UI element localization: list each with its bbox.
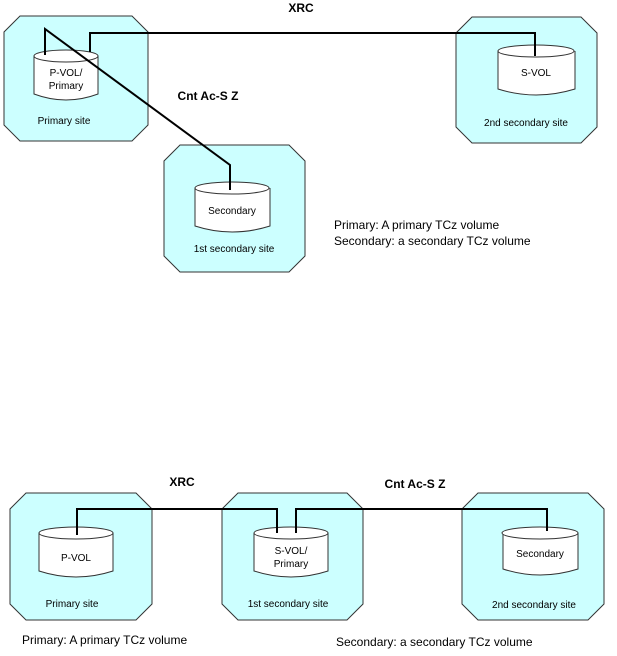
top-xrc-label: XRC bbox=[288, 1, 314, 15]
top-legend-secondary: Secondary: a secondary TCz volume bbox=[334, 234, 531, 248]
top-xrc-link bbox=[89, 32, 536, 56]
bottom-legend-secondary: Secondary: a secondary TCz volume bbox=[336, 635, 533, 649]
bottom-primary-site-label: Primary site bbox=[46, 599, 99, 610]
volume-label: P-VOL bbox=[61, 553, 91, 564]
volume-label: Secondary bbox=[516, 549, 564, 560]
top-cnt-acs-z-label: Cnt Ac-S Z bbox=[178, 89, 239, 103]
bottom-xrc-label: XRC bbox=[169, 475, 195, 489]
top-diagram: P-VOL/ Primary S-VOL Secondary XRC Cnt A… bbox=[3, 1, 598, 273]
top-1st-secondary-site-label: 1st secondary site bbox=[194, 244, 275, 255]
bottom-diagram: P-VOL S-VOL/ Primary Secondary XRC Cnt A… bbox=[9, 475, 605, 649]
bottom-secondary-cylinder: Secondary bbox=[501, 526, 579, 576]
volume-label: S-VOL bbox=[521, 68, 551, 79]
top-cnt-acs-z-link bbox=[44, 27, 231, 190]
volume-label: S-VOL/ bbox=[275, 546, 308, 557]
volume-label: Secondary bbox=[208, 206, 256, 217]
top-legend-primary: Primary: A primary TCz volume bbox=[334, 218, 499, 232]
top-primary-site-label: Primary site bbox=[38, 116, 91, 127]
top-2nd-secondary-site-label: 2nd secondary site bbox=[484, 118, 568, 129]
bottom-svol-primary-cylinder: S-VOL/ Primary bbox=[253, 526, 329, 578]
bottom-cnt-acs-z-label: Cnt Ac-S Z bbox=[385, 477, 446, 491]
bottom-xrc-link bbox=[76, 508, 278, 535]
bottom-cnt-acs-z-link bbox=[295, 508, 548, 533]
bottom-1st-secondary-site-label: 1st secondary site bbox=[248, 599, 329, 610]
volume-label: Primary bbox=[49, 81, 83, 92]
top-pvol-primary-cylinder: P-VOL/ Primary bbox=[33, 49, 99, 101]
top-svol-cylinder: S-VOL bbox=[497, 44, 576, 96]
bottom-2nd-secondary-site-label: 2nd secondary site bbox=[492, 600, 576, 611]
top-secondary-cylinder: Secondary bbox=[194, 181, 271, 233]
bottom-legend-primary: Primary: A primary TCz volume bbox=[22, 633, 187, 647]
volume-label: P-VOL/ bbox=[50, 68, 83, 79]
volume-label: Primary bbox=[274, 559, 308, 570]
